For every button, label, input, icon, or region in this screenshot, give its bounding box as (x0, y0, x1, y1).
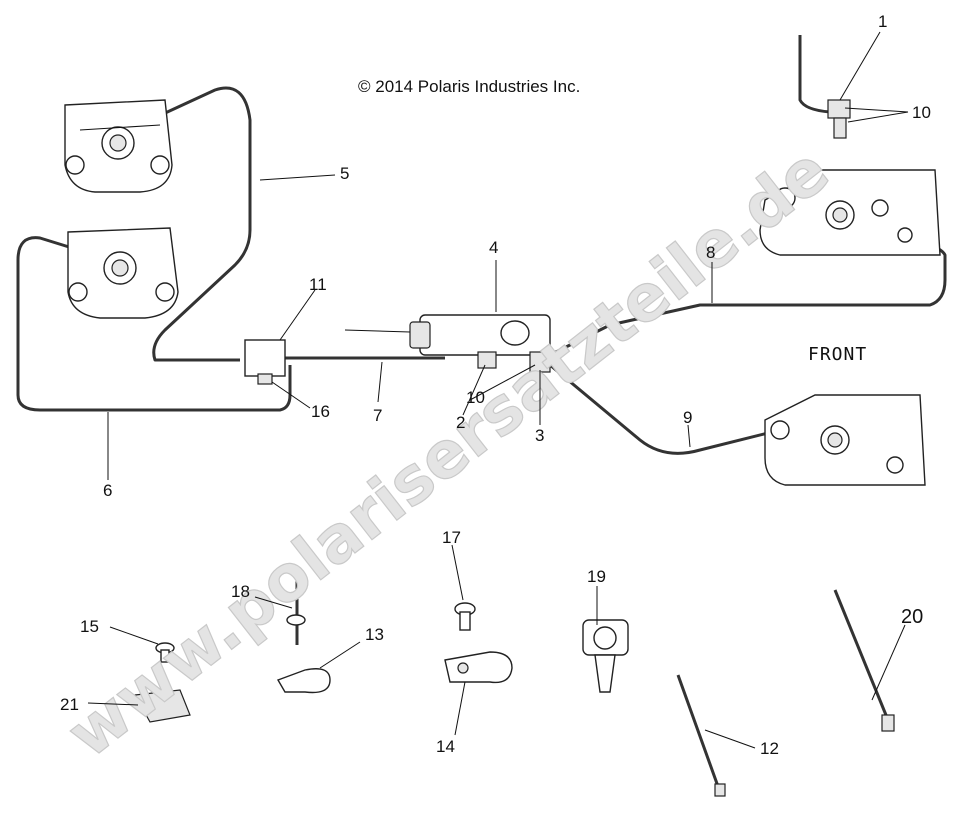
callout-19: 19 (587, 567, 606, 586)
nut-21 (134, 689, 191, 723)
callout-2: 2 (456, 413, 465, 432)
callout-5: 5 (340, 164, 349, 183)
cable-tie-12 (676, 674, 726, 797)
callout-4: 4 (489, 238, 498, 257)
front-caliper-lower (764, 394, 926, 486)
callout-13: 13 (365, 625, 384, 644)
callout-18: 18 (231, 582, 250, 601)
callout-17: 17 (442, 528, 461, 547)
rear-caliper-upper (64, 99, 173, 193)
leader-lines (87, 31, 909, 749)
copyright-text: © 2014 Polaris Industries Inc. (358, 77, 580, 96)
bolt-15 (155, 642, 175, 663)
callout-8: 8 (706, 243, 715, 262)
front-label: FRONT (808, 344, 867, 365)
callout-14: 14 (436, 737, 455, 756)
clamp-13 (276, 668, 331, 694)
junction-block (244, 339, 286, 385)
callout-10-lower: 10 (466, 388, 485, 407)
brake-line-9 (549, 363, 781, 455)
rivet-18 (286, 578, 306, 645)
front-caliper-upper (759, 169, 941, 256)
cable-tie-20 (833, 589, 895, 732)
callout-9: 9 (683, 408, 692, 427)
brake-line-6 (16, 236, 292, 412)
callout-7: 7 (373, 406, 382, 425)
clip-19 (582, 619, 629, 693)
screw-17 (454, 602, 476, 631)
callout-6: 6 (103, 481, 112, 500)
callout-16: 16 (311, 402, 330, 421)
brake-line-5 (149, 86, 252, 362)
master-cylinder (344, 314, 551, 373)
callout-3: 3 (535, 426, 544, 445)
callout-10-upper: 10 (912, 103, 931, 122)
callout-15: 15 (80, 617, 99, 636)
front-upper-hose-and-bolt (798, 35, 851, 139)
clamp-14 (444, 651, 513, 684)
callout-1: 1 (878, 12, 887, 31)
callout-21: 21 (60, 695, 79, 714)
callout-11: 11 (309, 275, 327, 294)
callout-20: 20 (901, 606, 923, 628)
callout-12: 12 (760, 739, 779, 758)
rear-caliper-lower (67, 227, 179, 319)
